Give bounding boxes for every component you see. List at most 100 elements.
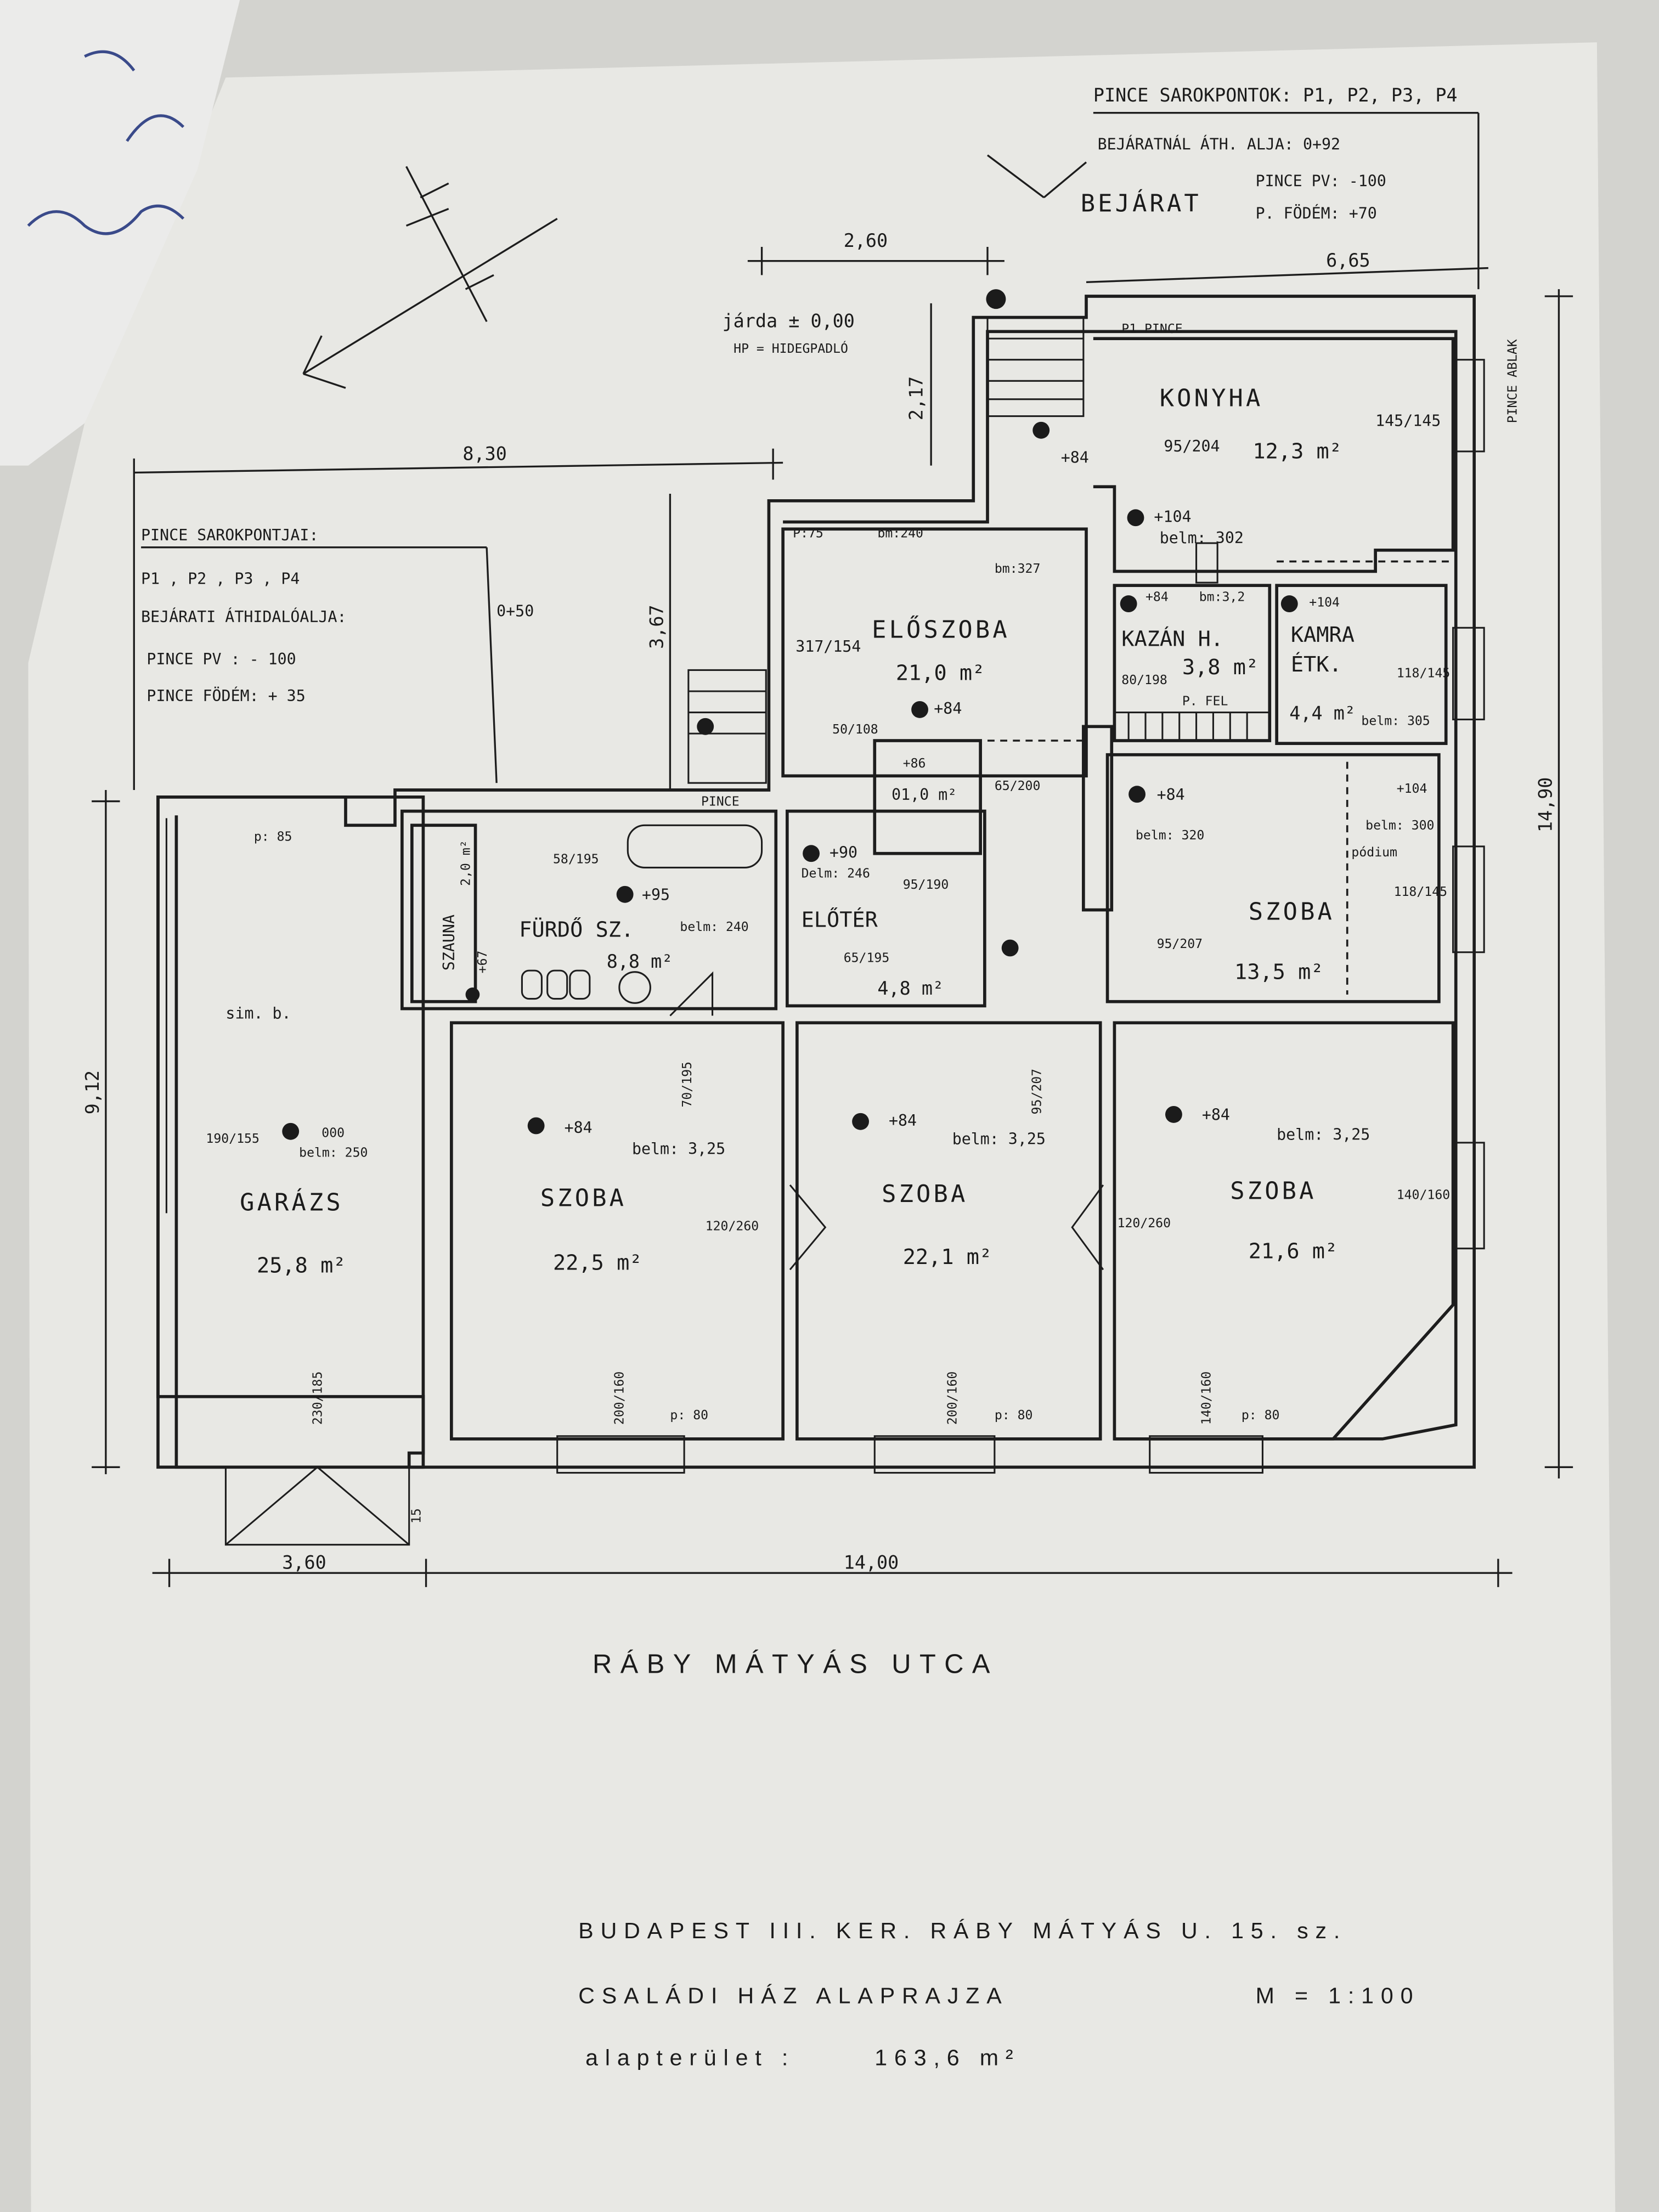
room-szoba1-area: 22,5 m² <box>553 1250 642 1275</box>
eloszoba-door: 50/108 <box>832 723 878 737</box>
title-scale: M = 1:100 <box>1256 1983 1420 2008</box>
room-eloter-name: ELŐTÉR <box>802 906 878 932</box>
eloter-height: Delm: 246 <box>802 866 870 881</box>
kamra-height: belm: 305 <box>1361 714 1430 729</box>
konyha-level2: +104 <box>1154 507 1191 526</box>
konyha-window: 145/145 <box>1375 412 1441 430</box>
room-szoba3-name: SZOBA <box>1230 1177 1316 1205</box>
garazs-door: 230/185 <box>311 1372 325 1425</box>
paper-sheet <box>28 42 1616 2212</box>
basement-window-label: PINCE ABLAK <box>1505 339 1520 423</box>
room-garazs-area: 25,8 m² <box>257 1253 346 1278</box>
dim-3-67: 3,67 <box>646 605 668 648</box>
szauna-level: +67 <box>476 951 490 974</box>
garazs-level: 000 <box>321 1126 345 1141</box>
dim-6-65: 6,65 <box>1326 250 1370 271</box>
walls <box>156 295 1485 1546</box>
szoba2-level: +84 <box>889 1111 917 1130</box>
left-note-lintel: BEJÁRATI ÁTHIDALÓALJA: <box>141 607 346 626</box>
szoba1-level: +84 <box>565 1119 592 1137</box>
room-eloszoba-name: ELŐSZOBA <box>872 614 1010 644</box>
szoba3-height: belm: 3,25 <box>1277 1126 1370 1144</box>
room-szoba-mid-area: 13,5 m² <box>1234 960 1324 985</box>
konyha-height: belm: 302 <box>1160 529 1244 547</box>
wc-level: +86 <box>903 757 926 771</box>
room-garazs-name: GARÁZS <box>240 1187 343 1216</box>
szoba3-door: 120/260 <box>1118 1216 1171 1231</box>
handwriting-scribble <box>27 50 185 235</box>
kazan-stair: P. FEL <box>1182 695 1228 709</box>
room-konyha-name: KONYHA <box>1160 385 1263 413</box>
garazs-note: sim. b. <box>225 1005 291 1023</box>
room-szoba2-name: SZOBA <box>882 1180 968 1208</box>
szoba3-p: p: 80 <box>1242 1408 1280 1423</box>
szoba-mid-podium: pódium <box>1351 845 1397 860</box>
szoba-mid-height: belm: 320 <box>1136 828 1204 843</box>
eloszoba-bm1: bm:240 <box>877 527 923 541</box>
furdo-door: 58/195 <box>553 853 599 867</box>
room-kazan-area: 3,8 m² <box>1182 655 1259 680</box>
room-szoba-mid-name: SZOBA <box>1249 898 1335 926</box>
dim-14-90: 14,90 <box>1535 777 1556 833</box>
room-kamra-name: KAMRA <box>1291 623 1355 647</box>
szoba1-window: 200/160 <box>613 1372 627 1425</box>
eloszoba-level: +84 <box>934 699 962 718</box>
street-name: RÁBY MÁTYÁS UTCA <box>592 1650 998 1679</box>
konyha-level: +84 <box>1061 448 1089 466</box>
szoba-mid-level: +84 <box>1157 786 1185 804</box>
room-wc-area: 01,0 m² <box>891 786 957 804</box>
kazan-bm: bm:3,2 <box>1199 590 1245 604</box>
konyha-pince: P1 PINCE <box>1121 322 1182 336</box>
kamra-window: 118/145 <box>1397 666 1450 680</box>
left-note-ceiling: PINCE FÖDÉM: + 35 <box>146 686 305 705</box>
garazs-height: belm: 250 <box>299 1146 368 1160</box>
entrance-lintel-note: BEJÁRATNÁL ÁTH. ALJA: 0+92 <box>1098 135 1340 154</box>
szoba2-height: belm: 3,25 <box>952 1130 1046 1148</box>
szoba2-p: p: 80 <box>995 1408 1033 1423</box>
room-szoba1-name: SZOBA <box>540 1184 627 1212</box>
room-szauna-name: SZAUNA <box>440 915 458 970</box>
room-konyha-area: 12,3 m² <box>1252 439 1342 464</box>
kazan-level: +84 <box>1146 590 1169 604</box>
szoba-mid-door: 95/207 <box>1157 937 1203 951</box>
title-area-label: alapterület : <box>585 2045 795 2070</box>
eloszoba-p: P:75 <box>793 527 823 541</box>
room-szauna-area: 2,0 m² <box>459 840 473 886</box>
furdo-pince: PINCE <box>701 794 740 809</box>
dim-9-12: 9,12 <box>82 1070 103 1114</box>
szoba2-door: 120/260 <box>706 1219 759 1233</box>
room-kamra-sub: ÉTK. <box>1291 651 1342 677</box>
szoba3-window: 140/160 <box>1199 1372 1214 1425</box>
left-note-lintel-value: 0+50 <box>496 602 534 620</box>
szoba1-p: p: 80 <box>670 1408 708 1423</box>
room-furdo-name: FÜRDŐ SZ. <box>519 916 634 942</box>
dim-14-00: 14,00 <box>844 1551 899 1573</box>
furdo-height: belm: 240 <box>680 920 748 934</box>
room-szoba3-area: 21,6 m² <box>1249 1239 1338 1264</box>
title-area-value: 163,6 m² <box>874 2045 1020 2070</box>
dimension-lines <box>92 112 1573 1587</box>
eloszoba-bm2: bm:327 <box>995 562 1041 576</box>
garazs-p: p: 85 <box>254 830 292 844</box>
room-furdo-area: 8,8 m² <box>607 951 673 972</box>
basement-corners-note: PINCE SAROKPONTOK: P1, P2, P3, P4 <box>1093 84 1458 106</box>
szoba3-window2: 140/160 <box>1397 1188 1450 1203</box>
furdo-level: +95 <box>642 886 670 904</box>
room-kamra-area: 4,4 m² <box>1289 702 1356 724</box>
szoba-mid-height2: belm: 300 <box>1365 819 1434 833</box>
entrance-label: BEJÁRAT <box>1081 189 1201 218</box>
eloter-level: +90 <box>830 843 857 861</box>
szoba2-window: 200/160 <box>945 1372 960 1425</box>
eloter-door2: 65/195 <box>844 951 890 966</box>
left-note-points: P1 , P2 , P3 , P4 <box>141 570 300 588</box>
left-note-heading: PINCE SAROKPONTJAI: <box>141 526 318 544</box>
szoba1-height: belm: 3,25 <box>632 1139 725 1158</box>
konyha-door: 95/204 <box>1164 437 1220 455</box>
szoba3-level: +84 <box>1202 1106 1230 1124</box>
hp-legend: HP = HIDEGPADLÓ <box>733 341 848 356</box>
kamra-level: +104 <box>1309 596 1340 610</box>
dim-15: 15 <box>409 1508 424 1523</box>
basement-floor-note: PINCE PV: -100 <box>1256 172 1386 190</box>
dim-8-30: 8,30 <box>462 443 506 464</box>
level-markers <box>282 289 1298 1140</box>
